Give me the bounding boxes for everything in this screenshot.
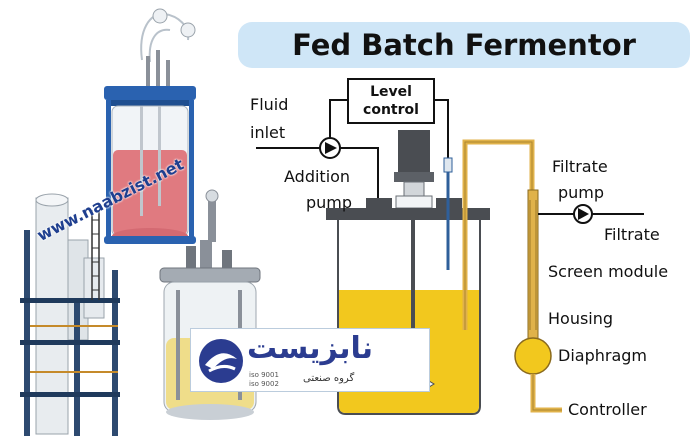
level-control-label-2: control <box>363 102 419 118</box>
company-logo: نابزیست گروه صنعتی iso 9001 iso 9002 <box>190 328 430 392</box>
controller-label: Controller <box>568 400 647 419</box>
fluid-inlet-label-2: inlet <box>250 123 286 142</box>
logo-name: نابزیست <box>247 331 374 366</box>
addition-pump-label-1: Addition <box>284 167 351 186</box>
lab-bioreactor-image <box>104 8 196 244</box>
motor <box>398 130 430 172</box>
fluid-inlet-label-1: Fluid <box>250 95 289 114</box>
addition-line <box>340 147 379 200</box>
logo-iso-1: iso 9001 <box>249 371 279 379</box>
logo-iso-2: iso 9002 <box>249 380 279 388</box>
screen-module <box>527 189 539 341</box>
logo-emblem-icon <box>199 339 243 383</box>
addition-pump-label-2: pump <box>306 193 353 212</box>
logo-subtitle: گروه صنعتی <box>303 373 355 384</box>
screen-module-label: Screen module <box>548 262 669 281</box>
title-banner: Fed Batch Fermentor <box>238 22 690 68</box>
housing-label: Housing <box>548 309 614 328</box>
page-title: Fed Batch Fermentor <box>292 28 636 62</box>
diaphragm-label: Diaphragm <box>558 346 647 365</box>
diaphragm <box>514 337 552 375</box>
agitator-shaft <box>411 208 415 380</box>
level-control-label-1: Level <box>370 84 412 100</box>
level-control-box: Level control <box>347 78 435 124</box>
filtrate-label: Filtrate <box>604 225 660 244</box>
industrial-tower-image <box>20 193 120 436</box>
filtrate-pump-label-2: pump <box>558 183 605 202</box>
filtrate-pump-label-1: Filtrate <box>552 157 608 176</box>
